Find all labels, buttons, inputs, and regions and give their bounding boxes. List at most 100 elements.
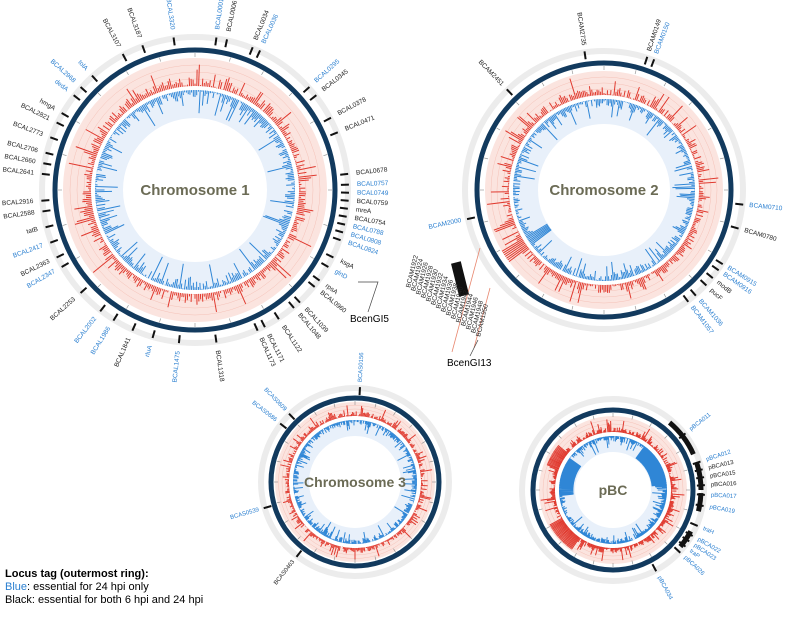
locus-label: BCAM2735: [575, 12, 587, 46]
locus-label: BCAL1841: [113, 336, 132, 368]
island-pointer: [469, 339, 479, 357]
locus-label: BCAL2706: [6, 140, 39, 154]
scale-tick: [707, 127, 712, 131]
scale-tick: [631, 560, 634, 565]
locus-label: BCAL1475: [172, 350, 182, 382]
blue-band: [293, 420, 417, 544]
scale-tick: [62, 224, 67, 226]
scale-tick: [574, 423, 577, 427]
scale-tick: [261, 305, 264, 309]
scale-tick: [707, 249, 712, 253]
locus-label: BCAL2417: [12, 242, 44, 259]
locus-tick: [41, 172, 50, 176]
scale-tick: [571, 305, 574, 310]
locus-label: pBCA019: [709, 505, 736, 515]
scale-tick: [634, 70, 637, 75]
scale-tick: [314, 548, 317, 553]
scale-tick: [683, 508, 688, 511]
locus-tick: [325, 253, 334, 259]
locus-tick: [214, 37, 218, 46]
locus-label: traP: [688, 548, 700, 560]
locus-tick: [253, 322, 259, 332]
locus-label: BCAL1986: [90, 325, 113, 356]
island-bcengi13: BCAM1922BCAM1924BCAM1926BCAM1928BCAM1930…: [405, 247, 492, 369]
blue-track: [292, 419, 418, 545]
scale-tick: [297, 424, 301, 428]
scale-tick: [276, 460, 281, 463]
locus-tick: [338, 214, 347, 218]
locus-tick: [172, 37, 176, 46]
scale-tick: [664, 435, 668, 439]
scale-tick: [719, 220, 724, 223]
outer-locus-ring: [462, 48, 746, 332]
scale-tick: [126, 305, 129, 309]
locus-tick: [312, 275, 321, 282]
blue-band: [95, 90, 295, 290]
backbone-ring: [268, 395, 442, 569]
locus-label: BCAL1318: [214, 350, 225, 382]
scale-tick: [663, 82, 667, 87]
locus-label: pBCA034: [656, 575, 674, 601]
locus-tick: [295, 549, 303, 558]
locus-label: pBCA026: [682, 555, 705, 577]
scale-tick: [688, 274, 692, 278]
blue-track: [512, 98, 696, 282]
red-gridline: [496, 82, 712, 298]
locus-tick: [735, 202, 744, 206]
locus-label: pBCA013: [708, 460, 735, 472]
outer-locus-ring: [258, 385, 452, 579]
locus-label: pBCA016: [711, 481, 738, 488]
locus-tick: [711, 264, 720, 272]
scale-tick: [62, 154, 67, 156]
locus-tick: [56, 121, 65, 127]
locus-tick: [337, 221, 346, 226]
locus-label: BCAL2968: [49, 58, 77, 84]
locus-label: BCAL2916: [2, 198, 34, 207]
locus-label: BCAL2253: [49, 296, 77, 322]
scale-tick: [314, 411, 317, 416]
island-label: BcenGI5: [350, 314, 389, 325]
red-track: [540, 419, 685, 561]
scale-tick: [333, 556, 336, 561]
scale-tick: [261, 71, 264, 75]
locus-tick: [673, 546, 681, 554]
locus-tick: [307, 281, 316, 288]
locus-tick: [689, 288, 697, 297]
scale-tick: [76, 121, 80, 124]
locus-label: BCAL2660: [4, 153, 37, 165]
locus-tick: [42, 209, 51, 213]
island-guide-line: [473, 287, 491, 349]
chromosome-title: pBC: [599, 482, 628, 498]
scale-tick: [284, 441, 289, 444]
legend-black-text: : essential for both 6 hpi and 24 hpi: [31, 594, 204, 606]
locus-tick: [79, 286, 88, 294]
blue-band: [513, 99, 695, 281]
essential-arc: [667, 420, 696, 456]
locus-tick: [41, 199, 50, 202]
locus-tick: [45, 151, 54, 156]
locus-label: mreA: [355, 206, 372, 215]
locus-tick: [650, 58, 656, 68]
locus-tick: [255, 50, 261, 59]
locus-label: BCAL3320: [164, 0, 175, 30]
legend-title: Locus tag (outermost ring):: [5, 568, 149, 580]
locus-tick: [682, 294, 690, 303]
locus-tick: [705, 272, 714, 279]
red-track: [280, 405, 433, 560]
island-label: BcenGI13: [447, 358, 492, 369]
scale-tick: [421, 441, 426, 444]
locus-tick: [121, 53, 128, 62]
scale-tick: [538, 508, 543, 511]
locus-tick: [49, 136, 59, 142]
scale-tick: [97, 92, 102, 97]
locus-tick: [302, 86, 311, 94]
locus-label: pBCA015: [710, 470, 737, 480]
red-track: [487, 78, 719, 303]
red-gridline: [69, 64, 321, 316]
legend: Locus tag (outermost ring): Blue: essent…: [5, 568, 203, 607]
locus-tick: [288, 412, 296, 421]
scale-tick: [516, 102, 520, 106]
legend-blue-row: Blue: essential for 24 hpi only: [5, 581, 203, 594]
